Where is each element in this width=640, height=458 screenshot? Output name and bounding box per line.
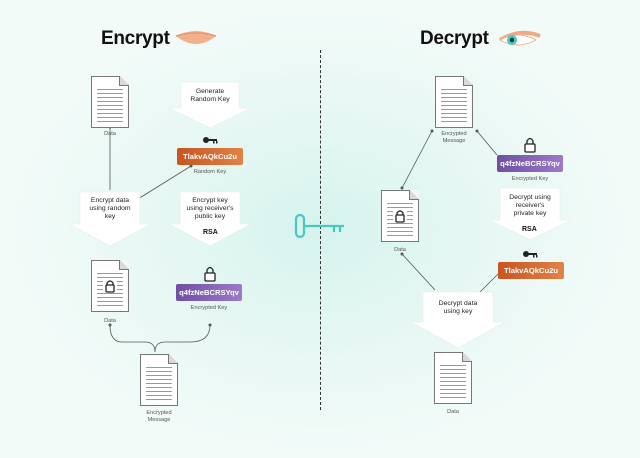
data-document: [91, 76, 129, 128]
random-key-box: TlakvAQkCu2u: [177, 148, 243, 165]
encrypt-key-arrow: [168, 191, 252, 247]
open-eye-icon: [498, 30, 541, 46]
decrypt-rsa-label: RSA: [522, 226, 537, 233]
data-doc-caption: Data: [104, 131, 116, 137]
received-message-document: [435, 76, 473, 128]
decrypt-data-arrow: [410, 291, 506, 349]
encrypt-data-label: Encrypt data using random key: [89, 197, 131, 221]
received-key-box: q4fzNeBCRSYqv: [497, 155, 563, 172]
encrypt-title: Encrypt: [101, 28, 170, 49]
encrypted-message-caption: Encrypted Message: [146, 410, 172, 423]
lock-icon: [393, 209, 407, 223]
decrypt-key-arrow: [488, 187, 572, 241]
final-data-document: [434, 352, 472, 404]
received-key-caption: Encrypted Key: [511, 176, 549, 182]
center-key-icon: [294, 213, 344, 239]
key-icon: [523, 251, 538, 258]
encrypted-message-document: [140, 354, 178, 406]
received-message-caption: Encrypted Message: [441, 131, 467, 144]
generate-key-label: Generate Random Key: [190, 88, 230, 104]
locked-data-document: [381, 190, 419, 242]
final-data-caption: Data: [447, 409, 459, 415]
decrypt-title: Decrypt: [420, 28, 489, 49]
encrypted-data-caption: Data: [104, 318, 116, 324]
random-key-caption: Random Key: [193, 169, 227, 175]
generate-key-arrow: [168, 81, 252, 129]
encrypt-rsa-label: RSA: [203, 229, 218, 236]
lock-icon: [204, 266, 216, 282]
decrypt-data-label: Decrypt data using key: [438, 300, 478, 316]
encrypted-key-box: q4fzNeBCRSYqv: [176, 284, 242, 301]
lock-icon: [103, 279, 117, 293]
key-icon: [203, 137, 218, 144]
decrypt-key-label: Decrypt using receiver's private key: [509, 194, 551, 218]
lock-icon: [524, 137, 536, 153]
encrypted-key-caption: Encrypted Key: [190, 305, 228, 311]
center-divider: [320, 50, 321, 410]
locked-data-caption: Data: [394, 247, 406, 253]
encrypt-data-arrow: [68, 191, 152, 247]
closed-eye-icon: [175, 31, 217, 44]
encrypted-data-document: [91, 260, 129, 312]
decrypted-key-box: TlakvAQkCu2u: [498, 262, 564, 279]
encrypt-key-label: Encrypt key using receiver's public key: [186, 197, 234, 221]
